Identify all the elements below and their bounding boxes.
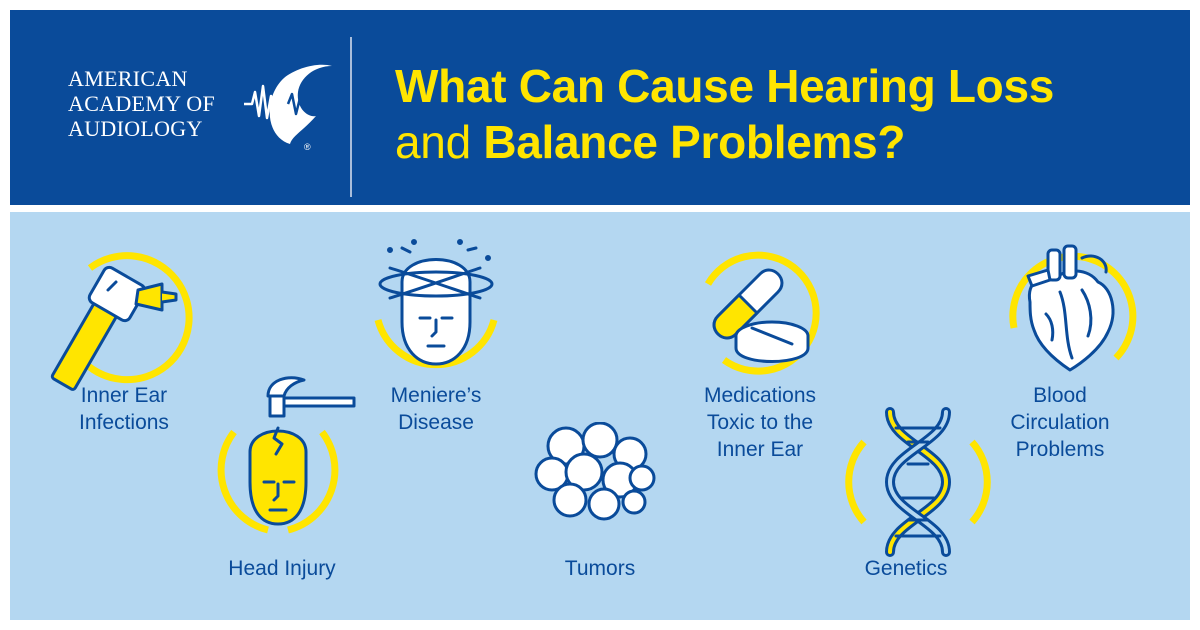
cause-label: Head Injury	[182, 555, 382, 582]
page-title: What Can Cause Hearing Loss and Balance …	[395, 58, 1185, 170]
logo-wave-icon: ®	[244, 64, 332, 152]
cause-label-line: Inner Ear	[80, 384, 168, 407]
logo-line-2: ACADEMY OF	[68, 91, 216, 116]
cause-label-line: Problems	[1015, 438, 1105, 461]
cause-label: Blood Circulation Problems	[960, 382, 1160, 463]
cause-label-line: Genetics	[864, 557, 948, 580]
cause-label-line: Toxic to the	[706, 411, 814, 434]
head-injury-icon	[217, 376, 356, 534]
cause-label-line: Inner Ear	[716, 438, 804, 461]
cause-label: Inner Ear Infections	[24, 382, 224, 436]
tumor-cells-icon	[534, 422, 656, 521]
cause-label-line: Blood	[1033, 384, 1087, 407]
academy-logo[interactable]: AMERICAN ACADEMY OF AUDIOLOGY ®	[68, 64, 338, 166]
cause-label-line: Disease	[398, 411, 474, 434]
cause-label-line: Head Injury	[228, 557, 336, 580]
pills-icon	[704, 251, 820, 375]
cause-label-line: Infections	[79, 411, 169, 434]
logo-line-3: AUDIOLOGY	[68, 116, 203, 141]
logo-line-1: AMERICAN	[68, 66, 188, 91]
title-line-2-regular: and	[395, 116, 484, 168]
dizzy-head-icon	[374, 239, 498, 369]
causes-panel: Inner Ear Infections Head Injury	[10, 212, 1190, 620]
registered-mark: ®	[304, 142, 311, 152]
cause-label: Meniere’s Disease	[336, 382, 536, 436]
header-divider	[350, 37, 352, 197]
cause-label: Genetics	[806, 555, 1006, 582]
dna-icon	[845, 407, 991, 557]
cause-label: Medications Toxic to the Inner Ear	[660, 382, 860, 463]
title-line-2-bold: Balance Problems?	[483, 116, 906, 168]
cause-label-line: Tumors	[564, 557, 636, 580]
title-line-1: What Can Cause Hearing Loss	[395, 60, 1055, 112]
cause-label-line: Circulation	[1010, 411, 1110, 434]
cause-label: Tumors	[500, 555, 700, 582]
otoscope-icon	[50, 252, 193, 391]
heart-icon	[1009, 244, 1137, 372]
logo-text: AMERICAN ACADEMY OF AUDIOLOGY	[68, 66, 215, 141]
cause-label-line: Meniere’s	[390, 384, 482, 407]
header-banner: AMERICAN ACADEMY OF AUDIOLOGY ® What Can…	[10, 10, 1190, 205]
cause-label-line: Medications	[703, 384, 817, 407]
